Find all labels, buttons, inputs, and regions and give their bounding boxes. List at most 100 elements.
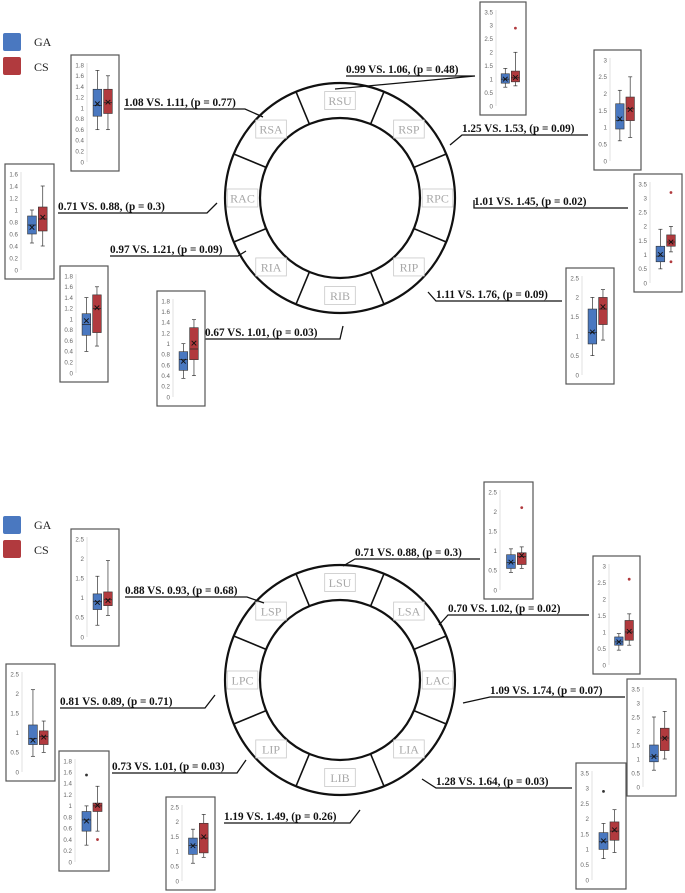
mean-marker-ga — [94, 101, 101, 107]
y-tick-label: 0 — [490, 103, 494, 110]
y-tick-label: 1 — [16, 730, 20, 737]
mean-marker-ga — [190, 843, 196, 849]
y-tick-label: 0.2 — [63, 848, 72, 855]
y-tick-label: 0.5 — [484, 90, 493, 97]
segment-box-rsu — [324, 91, 356, 110]
y-tick-label: 0.4 — [75, 138, 84, 145]
y-tick-label: 2.5 — [631, 714, 640, 721]
leader-line-lsu — [342, 558, 480, 567]
segment-box-rib — [324, 286, 356, 305]
segment-box-lsu — [324, 573, 356, 592]
boxplot-lsu: 00.511.522.5 — [483, 481, 534, 600]
y-tick-label: 0.6 — [75, 127, 84, 134]
y-tick-label: 3 — [603, 563, 607, 570]
y-tick-label: 1.6 — [64, 284, 73, 291]
y-tick-label: 1.5 — [597, 613, 606, 620]
segment-label-lac: LAC — [426, 674, 450, 688]
mean-marker-cs — [627, 106, 633, 113]
y-tick-label: 3 — [644, 195, 648, 202]
y-tick-label: 3 — [604, 57, 608, 64]
box-ga — [587, 308, 598, 345]
y-tick-label: 2 — [604, 91, 608, 98]
mean-marker-ga — [180, 358, 187, 364]
comparison-label-rib: 0.67 VS. 1.01, (p = 0.03) — [205, 327, 318, 339]
y-tick-label: 1.2 — [63, 792, 72, 799]
boxplot-rip: 00.511.522.5 — [565, 267, 615, 385]
y-tick-label: 1 — [637, 756, 641, 763]
y-tick-label: 0 — [69, 859, 73, 866]
mean-marker-ga — [616, 639, 622, 645]
mean-marker-cs — [201, 834, 207, 840]
boxplot-frame — [70, 528, 120, 647]
segment-label-rsa: RSA — [259, 123, 283, 137]
y-tick-label: 1.5 — [170, 834, 179, 841]
boxplot-ria: 00.20.40.60.811.21.41.61.8 — [59, 265, 109, 383]
y-tick-label: 0 — [15, 267, 19, 274]
y-tick-label: 0.5 — [570, 353, 579, 360]
right-inner-ring — [258, 116, 422, 280]
segment-box-lia — [393, 739, 425, 759]
y-tick-label: 0.5 — [10, 750, 19, 757]
right-divider — [295, 271, 311, 305]
segment-box-lib — [324, 768, 356, 787]
segment-label-rpc: RPC — [426, 192, 449, 206]
mean-marker-cs — [512, 74, 519, 81]
comparison-label-lia: 1.28 VS. 1.64, (p = 0.03) — [436, 776, 549, 788]
box-cs — [624, 620, 634, 641]
y-tick-label: 1.5 — [488, 529, 497, 536]
y-tick-label: 2.5 — [488, 489, 497, 496]
mean-marker-cs — [94, 305, 100, 311]
y-tick-label: 0.5 — [631, 770, 640, 777]
boxplot-rsp: 00.511.522.53 — [593, 49, 642, 171]
y-tick-label: 0 — [644, 280, 648, 287]
y-tick-label: 0.4 — [9, 243, 18, 250]
boxplot-lsp: 00.511.522.5 — [70, 528, 120, 647]
left-divider — [295, 573, 311, 607]
y-tick-label: 0 — [81, 159, 85, 166]
legend-cs-label: CS — [34, 60, 49, 74]
y-tick-label: 1.5 — [484, 63, 493, 70]
y-tick-label: 0.5 — [598, 141, 607, 148]
y-tick-label: 0.8 — [75, 116, 84, 123]
boxplot-lac: 00.511.522.533.5 — [626, 678, 677, 797]
boxplot-frame — [483, 481, 534, 600]
box-cs — [660, 727, 670, 751]
y-tick-label: 0 — [176, 878, 180, 885]
y-tick-label: 3 — [586, 786, 590, 793]
y-tick-label: 0.8 — [9, 219, 18, 226]
segment-label-lib: LIB — [330, 771, 349, 785]
mean-marker-cs — [41, 734, 47, 740]
outlier-cs — [520, 506, 524, 510]
y-tick-label: 2 — [603, 596, 607, 603]
box-cs — [517, 552, 527, 565]
mean-marker-ga — [600, 838, 607, 844]
segment-label-rac: RAC — [230, 192, 255, 206]
y-tick-label: 1.5 — [598, 108, 607, 115]
leader-line-lsa — [438, 614, 589, 626]
comparison-label-lac: 1.09 VS. 1.74, (p = 0.07) — [490, 685, 603, 697]
segment-label-rib: RIB — [330, 289, 350, 303]
mean-marker-ga — [508, 559, 514, 565]
box-ga — [649, 744, 659, 763]
mean-marker-cs — [191, 340, 197, 346]
segment-label-rsu: RSU — [328, 94, 352, 108]
y-tick-label: 2.5 — [10, 671, 19, 678]
segment-box-rsa — [255, 119, 287, 139]
y-tick-label: 1 — [494, 548, 498, 555]
y-tick-label: 0.2 — [161, 384, 170, 391]
right-outer-ring — [223, 81, 457, 315]
y-tick-label: 3 — [637, 700, 641, 707]
legend-cs-label-bottom: CS — [34, 543, 49, 557]
legend-cs-swatch — [3, 57, 21, 75]
y-tick-label: 1.6 — [75, 73, 84, 80]
mean-marker-ga — [29, 224, 35, 231]
y-tick-label: 1.4 — [75, 84, 84, 91]
boxplot-frame — [633, 173, 683, 293]
y-tick-label: 1.6 — [9, 171, 18, 178]
leader-line-ria — [110, 250, 247, 257]
y-tick-label: 2 — [490, 50, 494, 57]
mean-marker-ga — [657, 251, 664, 258]
y-tick-label: 1.2 — [64, 306, 73, 313]
y-tick-label: 2.5 — [75, 536, 84, 543]
left-divider — [295, 753, 311, 787]
